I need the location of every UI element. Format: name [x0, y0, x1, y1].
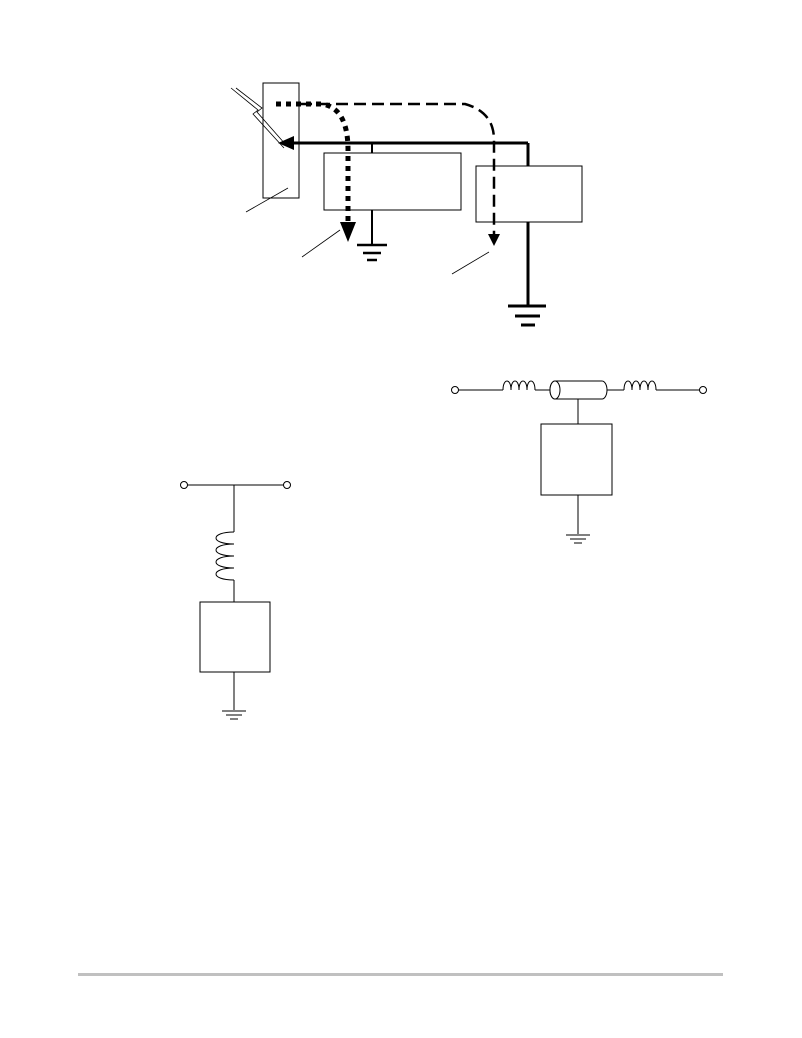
inductor-shunt-circuit	[180, 481, 291, 720]
component-box	[475, 165, 583, 223]
leader-line	[451, 251, 490, 275]
input-terminal	[180, 481, 188, 489]
component-box	[323, 152, 462, 211]
leader-line	[245, 187, 289, 213]
arrow-head	[340, 222, 356, 242]
footer-rule	[78, 973, 723, 976]
coaxial-line	[549, 380, 608, 400]
ground-symbol	[222, 710, 246, 720]
dashed-current-path	[300, 102, 496, 234]
esd-zap-icon	[230, 87, 287, 149]
output-terminal	[699, 386, 707, 394]
arrow-head	[278, 136, 294, 150]
transmission-line-circuit	[451, 380, 707, 544]
output-terminal	[283, 481, 291, 489]
ground-symbol	[508, 304, 546, 327]
leader-line	[301, 229, 341, 258]
ground-symbol	[566, 534, 590, 544]
arrow-head	[488, 234, 500, 246]
esd-current-path-diagram	[230, 82, 583, 327]
ground-symbol	[357, 243, 387, 262]
protection-device-box	[199, 601, 271, 673]
vertical-inductor	[215, 531, 235, 581]
protection-device-box	[540, 423, 613, 496]
series-inductor-left	[502, 380, 536, 391]
input-terminal	[451, 386, 459, 394]
series-inductor-right	[623, 380, 657, 391]
dotted-current-path	[276, 101, 351, 222]
